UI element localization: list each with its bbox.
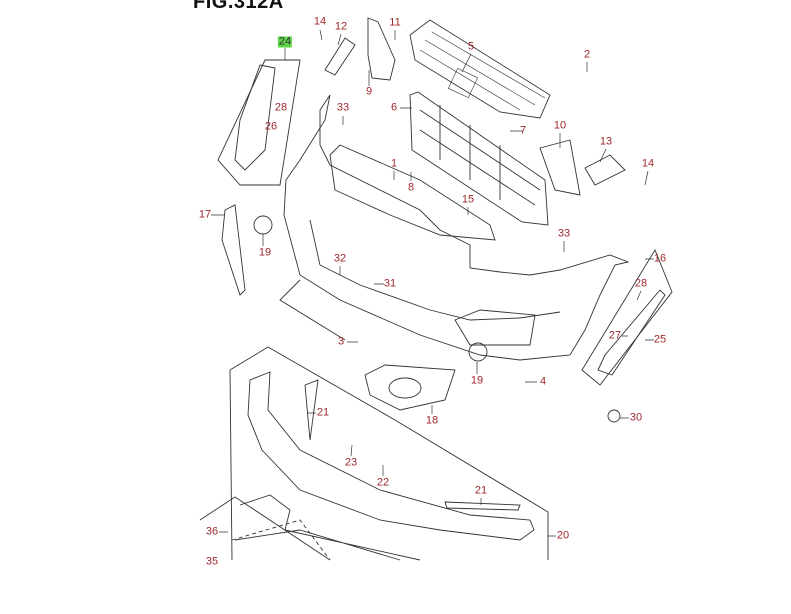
callout-32: 32	[333, 252, 347, 265]
part-6-lower-grille	[409, 91, 549, 226]
callout-16: 16	[653, 252, 667, 265]
callout-28-right: 28	[634, 277, 648, 290]
callout-2: 2	[583, 48, 591, 61]
callout-8: 8	[407, 181, 415, 194]
callout-24: 24	[277, 35, 293, 48]
callout-20: 20	[556, 529, 570, 542]
part-27-molding	[597, 289, 666, 376]
leader-bracket	[279, 279, 346, 341]
fog-lamp-opening	[454, 309, 536, 346]
part-1-front-bumper	[283, 94, 630, 361]
part-17-bracket	[221, 204, 246, 296]
part-10-bracket	[539, 139, 581, 196]
part-26-bracket	[234, 64, 276, 171]
callout-14-right: 14	[641, 157, 655, 170]
callout-6: 6	[390, 101, 398, 114]
part-13-bracket	[584, 154, 626, 186]
callout-22: 22	[376, 476, 390, 489]
callout-18: 18	[425, 414, 439, 427]
bottom-group-bracket	[199, 496, 331, 561]
callout-5: 5	[467, 40, 475, 53]
callout-13: 13	[599, 135, 613, 148]
under-cover	[234, 494, 421, 561]
callout-30: 30	[629, 411, 643, 424]
part-21-strip	[304, 379, 319, 441]
image-cutoff	[0, 561, 791, 614]
part-9-bracket	[367, 17, 396, 81]
part-24-bracket-group	[217, 59, 301, 186]
callout-33: 33	[336, 101, 350, 114]
callout-27: 27	[608, 329, 622, 342]
callout-19-right: 19	[470, 374, 484, 387]
part-25-group	[581, 249, 673, 386]
part-19-fog-lamp	[253, 215, 273, 235]
callout-9: 9	[365, 85, 373, 98]
callout-17: 17	[198, 208, 212, 221]
callout-4: 4	[539, 375, 547, 388]
lower-group-bracket	[229, 346, 549, 560]
callout-23: 23	[344, 456, 358, 469]
callout-3: 3	[337, 335, 345, 348]
part-30-clip	[607, 409, 621, 423]
figure-title: FIG.312A	[193, 0, 284, 13]
callout-25: 25	[653, 333, 667, 346]
callout-14: 14	[313, 15, 327, 28]
callout-15: 15	[461, 193, 475, 206]
part-21-strip-lower	[444, 501, 521, 511]
callout-28: 28	[274, 101, 288, 114]
part-19-fog-lamp-right	[468, 342, 488, 362]
part-12-bracket	[324, 37, 356, 76]
callout-31: 31	[383, 277, 397, 290]
callout-12: 12	[334, 20, 348, 33]
callout-35: 35	[205, 555, 219, 568]
part-20-lower-spoiler	[247, 371, 535, 541]
callout-1: 1	[390, 157, 398, 170]
part-5-upper-grille	[409, 19, 551, 119]
callout-33-right: 33	[557, 227, 571, 240]
callout-19: 19	[258, 246, 272, 259]
callout-36: 36	[205, 525, 219, 538]
callout-21: 21	[316, 406, 330, 419]
callout-10: 10	[553, 119, 567, 132]
callout-11: 11	[389, 16, 401, 29]
callout-26: 26	[264, 120, 278, 133]
part-18-fog-cover	[364, 364, 456, 411]
callout-21-lower: 21	[474, 484, 488, 497]
callout-7: 7	[519, 124, 527, 137]
